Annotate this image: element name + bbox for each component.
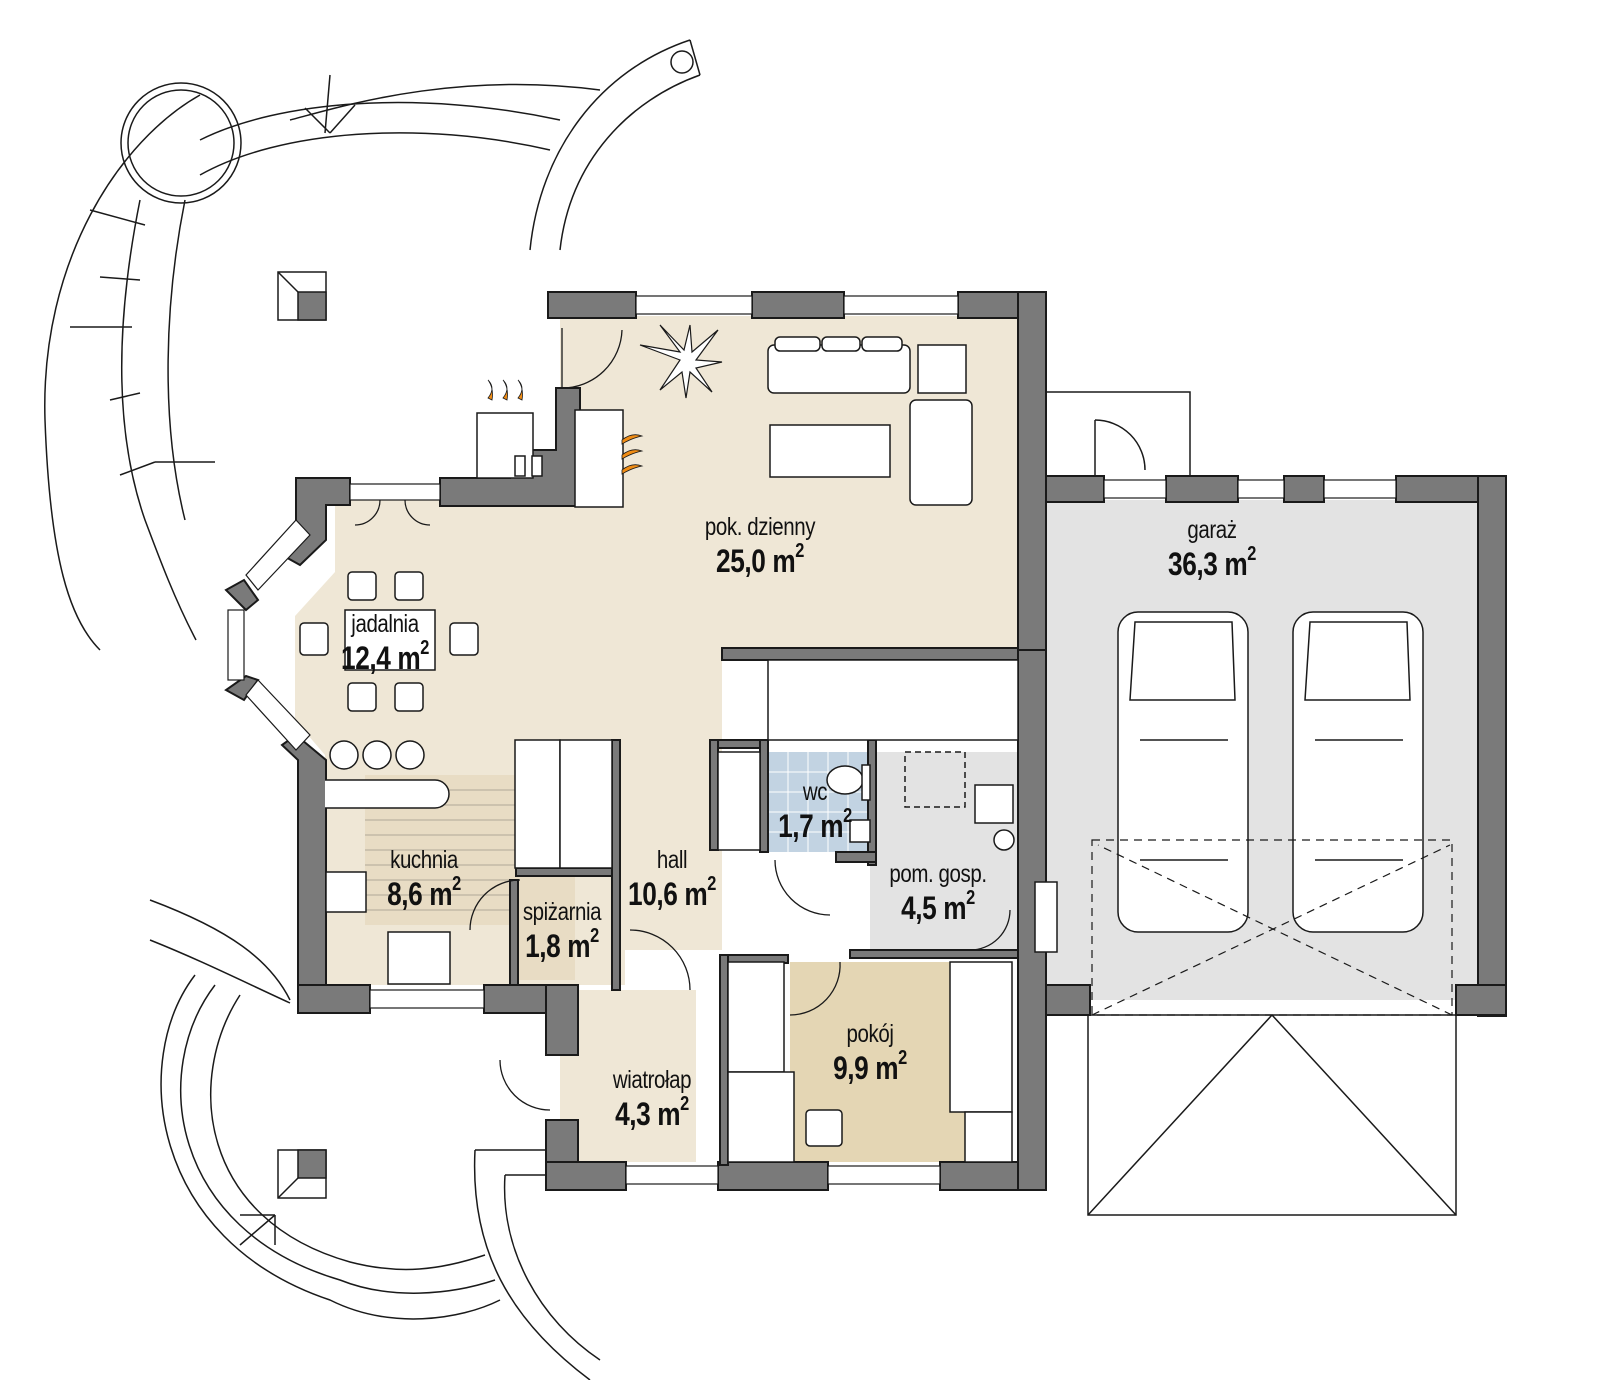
room-area: 4,3 m2	[615, 1093, 689, 1132]
kitchen-planks	[365, 789, 515, 911]
room-name: spiżarnia	[522, 898, 602, 926]
room-name: pom. gosp.	[889, 860, 987, 888]
room-area: 12,4 m2	[341, 637, 429, 676]
room-area: 36,3 m2	[1168, 543, 1256, 582]
room-label-jadalnia: jadalnia 12,4 m2	[331, 610, 438, 676]
room-area: 1,8 m2	[525, 925, 599, 964]
room-label-kuchnia: kuchnia 8,6 m2	[379, 846, 469, 912]
room-label-pok-dzienny: pok. dzienny 25,0 m2	[693, 513, 827, 579]
room-name: wc	[802, 778, 828, 806]
room-area: 4,5 m2	[901, 887, 975, 926]
room-area: 1,7 m2	[778, 805, 852, 844]
room-name: garaż	[1187, 516, 1237, 544]
room-label-spizarnia: spiżarnia 1,8 m2	[514, 898, 610, 964]
cars	[1117, 611, 1424, 933]
room-area: 25,0 m2	[716, 540, 804, 579]
room-area: 10,6 m2	[628, 873, 716, 912]
room-label-wiatrolap: wiatrołap 4,3 m2	[604, 1066, 700, 1132]
room-area: 8,6 m2	[387, 873, 461, 912]
room-area: 9,9 m2	[833, 1047, 907, 1086]
room-label-wc: wc 1,7 m2	[770, 778, 860, 844]
garage-door-swing	[1091, 839, 1453, 1016]
room-name: wiatrołap	[612, 1066, 692, 1094]
furniture	[299, 336, 1058, 1163]
door-swings	[354, 328, 1011, 1111]
room-label-pom-gosp: pom. gosp. 4,5 m2	[879, 860, 998, 926]
room-label-garaz: garaż 36,3 m2	[1158, 516, 1265, 582]
room-name: kuchnia	[390, 846, 458, 874]
room-name: jadalnia	[351, 610, 419, 638]
windows	[227, 295, 1397, 1185]
room-label-hall: hall 10,6 m2	[618, 846, 725, 912]
room-name: hall	[656, 846, 688, 874]
room-name: pokój	[846, 1020, 894, 1048]
room-name: pok. dzienny	[704, 513, 816, 541]
room-label-pokoj: pokój 9,9 m2	[825, 1020, 915, 1086]
columns	[277, 271, 327, 1199]
fireplace-flame-icons	[487, 379, 644, 475]
terrace-outlines	[44, 39, 1457, 1380]
plant-icon	[639, 324, 723, 399]
floor-fills	[295, 316, 1490, 1162]
